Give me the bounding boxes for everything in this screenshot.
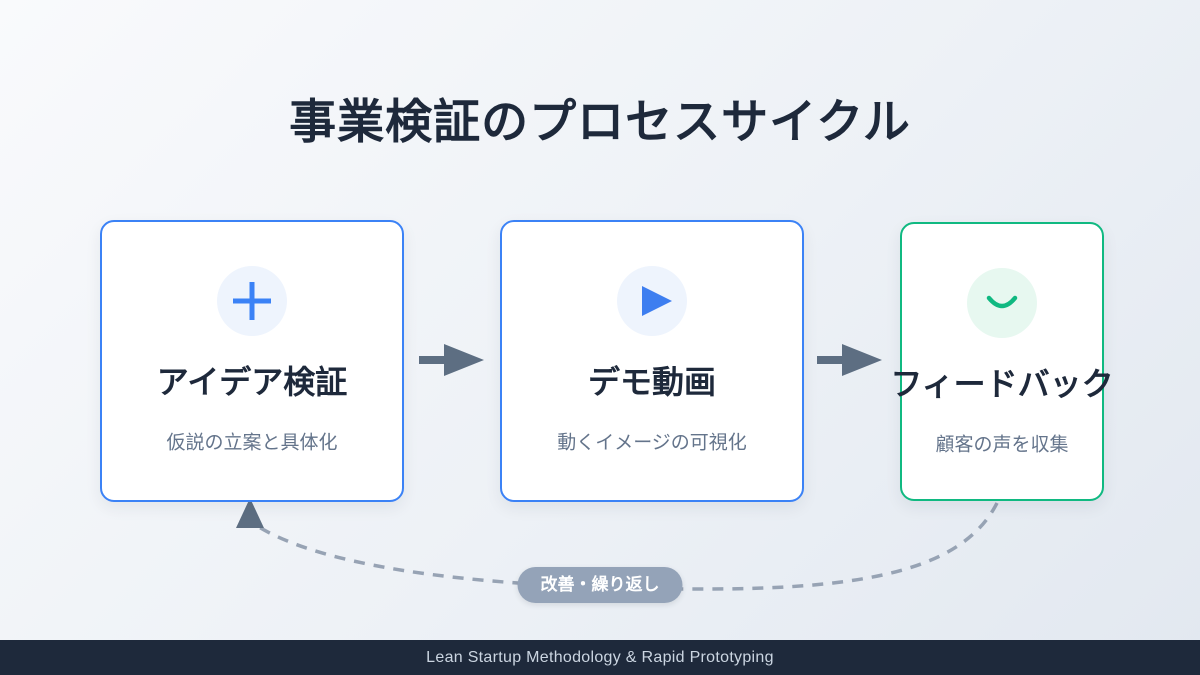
footer-text: Lean Startup Methodology & Rapid Prototy… <box>426 648 774 666</box>
play-icon <box>617 266 687 336</box>
card-subtitle: 仮説の立案と具体化 <box>166 432 338 454</box>
loop-label-badge: 改善・繰り返し <box>517 567 683 603</box>
card-feedback: フィードバック 顧客の声を収集 <box>890 222 1114 501</box>
card-title: デモ動画 <box>587 364 717 400</box>
plus-icon <box>217 266 287 336</box>
card-title: フィードバック <box>890 366 1114 402</box>
smile-icon <box>967 268 1037 338</box>
arrow-right-icon <box>817 344 882 376</box>
card-subtitle: 動くイメージの可視化 <box>557 432 747 454</box>
card-title: アイデア検証 <box>156 364 348 400</box>
page-title: 事業検証のプロセスサイクル <box>289 95 911 149</box>
card-demo-video: デモ動画 動くイメージの可視化 <box>500 220 804 502</box>
footer-bar: Lean Startup Methodology & Rapid Prototy… <box>0 640 1200 675</box>
card-subtitle: 顧客の声を収集 <box>935 434 1069 456</box>
card-idea-validation: アイデア検証 仮説の立案と具体化 <box>100 220 404 502</box>
arrow-right-icon <box>419 344 484 376</box>
loop-arrowhead-icon <box>236 498 264 528</box>
